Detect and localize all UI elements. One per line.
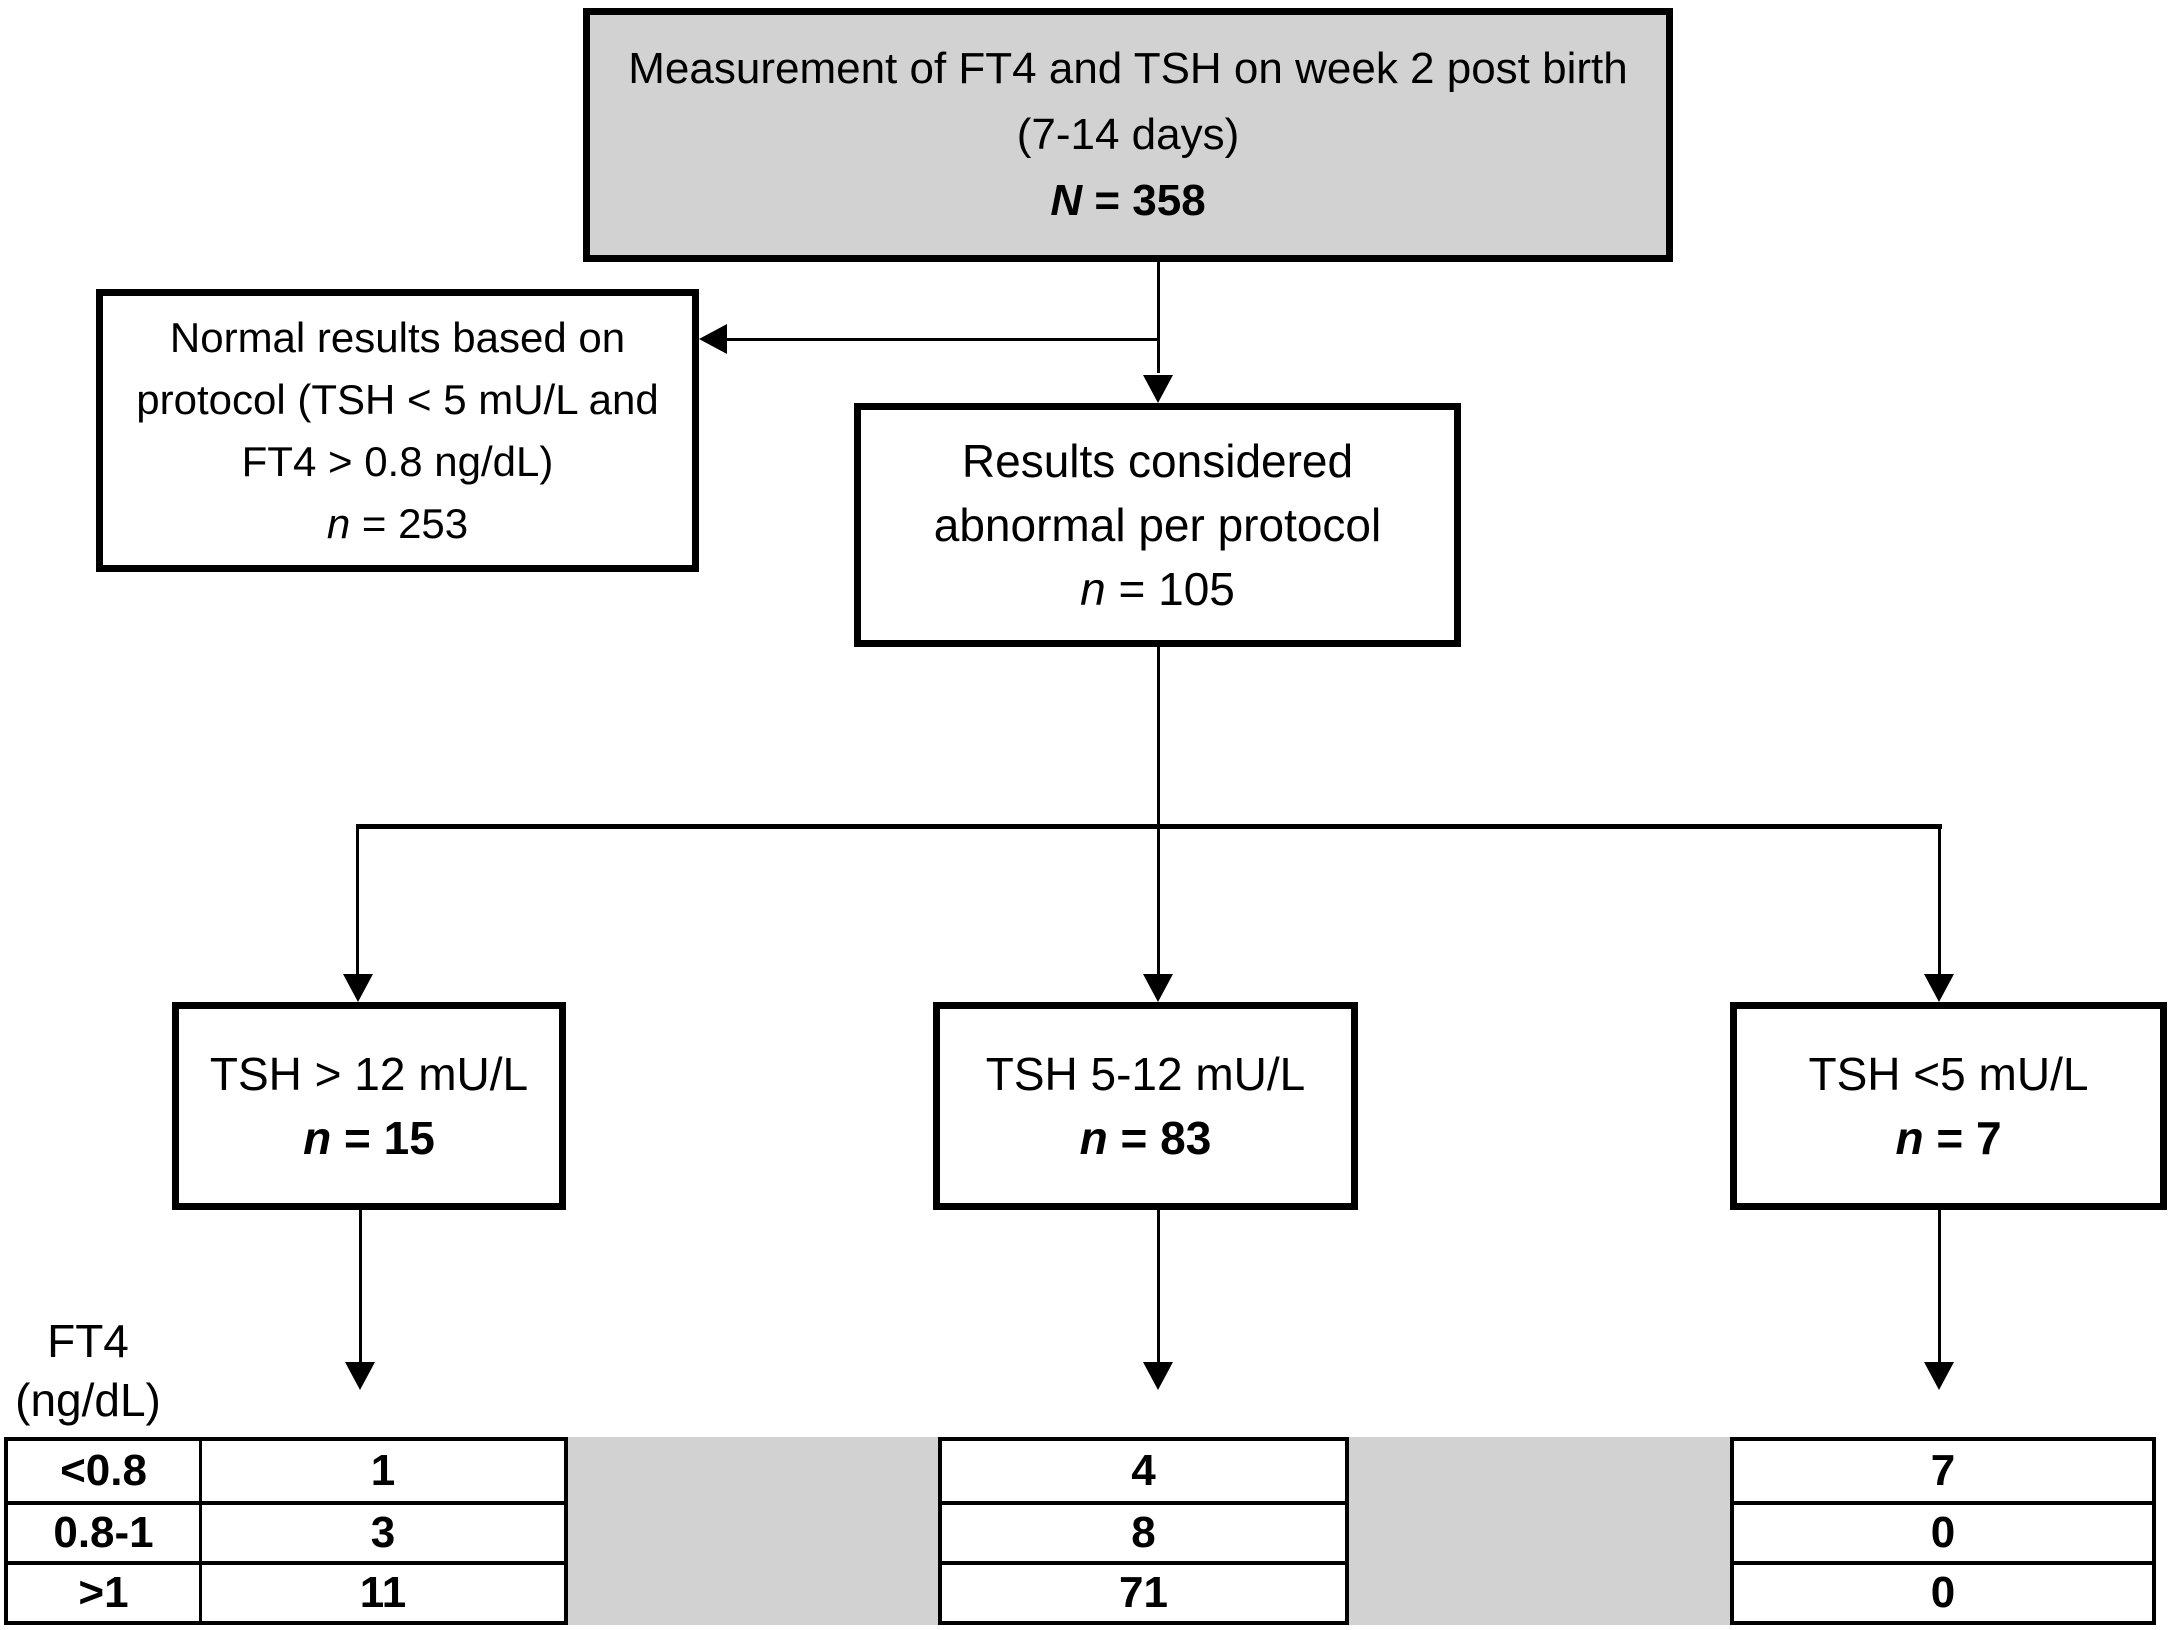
box-normal-line3: FT4 > 0.8 ng/dL) [241, 437, 554, 485]
table-row: 4 [942, 1441, 1345, 1501]
box-tsh-5-12: TSH 5-12 mU/L n = 83 [933, 1002, 1358, 1210]
ft4-value: 0 [1930, 1508, 1956, 1557]
arrowhead-into-tsh2 [1143, 974, 1173, 1002]
ft4-value: 71 [1119, 1568, 1168, 1617]
ft4-row-label: >1 [8, 1565, 202, 1621]
arrowhead-into-table2 [1143, 1362, 1173, 1390]
table-row: 7 [1734, 1441, 2152, 1501]
box-tsh2-count: n = 83 [1080, 1106, 1212, 1170]
ft4-table-tsh-gt-12: <0.8 1 0.8-1 3 >1 11 [4, 1437, 568, 1625]
box-normal-results: Normal results based on protocol (TSH < … [96, 289, 699, 572]
ft4-value: 0 [1930, 1568, 1956, 1617]
table-row: 71 [942, 1561, 1345, 1621]
connector-abnormal-to-branch [1157, 647, 1160, 826]
box-normal-line2: protocol (TSH < 5 mU/L and [136, 375, 659, 423]
ft4-axis-label: FT4 (ng/dL) [8, 1312, 168, 1430]
box-tsh1-label: TSH > 12 mU/L [209, 1048, 529, 1100]
gray-band-right [1349, 1437, 1730, 1625]
table-row: >1 11 [8, 1561, 564, 1621]
connector-branch-to-tsh1 [356, 829, 359, 974]
ft4-row-label: 0.8-1 [8, 1505, 202, 1561]
table-row: 0 [1734, 1561, 2152, 1621]
ft4-value: 8 [1131, 1508, 1156, 1557]
branch-bar [356, 824, 1942, 829]
box-measurement-count: N = 358 [1050, 168, 1205, 234]
box-tsh-lt-5: TSH <5 mU/L n = 7 [1730, 1002, 2167, 1210]
box-tsh1-count: n = 15 [303, 1106, 435, 1170]
connector-tsh2-to-table [1157, 1210, 1160, 1362]
box-abnormal-line1: Results considered [961, 435, 1354, 487]
connector-top-to-abnormal [1157, 262, 1160, 373]
arrowhead-into-normal [699, 324, 727, 354]
n-value: = 358 [1082, 176, 1206, 225]
box-normal-line1: Normal results based on [169, 313, 626, 361]
box-tsh3-count: n = 7 [1895, 1106, 2001, 1170]
ft4-table-tsh-5-12: 4 8 71 [938, 1437, 1349, 1625]
connector-tsh3-to-table [1938, 1210, 1941, 1362]
n-symbol: n [1079, 1112, 1108, 1164]
gray-band-left [568, 1437, 938, 1625]
n-symbol: n [1080, 563, 1106, 615]
table-row: 8 [942, 1501, 1345, 1561]
box-tsh3-label: TSH <5 mU/L [1808, 1048, 2089, 1100]
box-measurement: Measurement of FT4 and TSH on week 2 pos… [583, 8, 1673, 262]
ft4-value: 3 [370, 1508, 396, 1557]
connector-branch-to-tsh3 [1938, 829, 1941, 974]
arrowhead-into-table3 [1924, 1362, 1954, 1390]
arrowhead-into-tsh3 [1924, 974, 1954, 1002]
ft4-table-tsh-lt-5: 7 0 0 [1730, 1437, 2156, 1625]
n-symbol: n [303, 1112, 332, 1164]
box-abnormal-count: n = 105 [1080, 557, 1235, 621]
ft4-value: 4 [1131, 1446, 1156, 1495]
n-value: = 83 [1107, 1112, 1212, 1164]
table-row: 0.8-1 3 [8, 1501, 564, 1561]
table-row: 0 [1734, 1501, 2152, 1561]
n-value: = 253 [350, 499, 469, 547]
connector-branch-to-tsh2 [1157, 829, 1160, 974]
ft4-value: 1 [370, 1446, 396, 1495]
connector-to-normal [727, 338, 1158, 341]
connector-tsh1-to-table [359, 1210, 362, 1362]
n-symbol: N [1050, 176, 1083, 225]
box-tsh2-label: TSH 5-12 mU/L [985, 1048, 1306, 1100]
ft4-axis-label-line1: FT4 [47, 1315, 129, 1367]
box-measurement-line1: Measurement of FT4 and TSH on week 2 pos… [628, 44, 1628, 93]
arrowhead-into-table1 [345, 1362, 375, 1390]
box-abnormal-results: Results considered abnormal per protocol… [854, 403, 1461, 647]
box-normal-count: n = 253 [327, 493, 468, 555]
table-row: <0.8 1 [8, 1441, 564, 1501]
box-abnormal-line2: abnormal per protocol [933, 499, 1382, 551]
box-measurement-line2: (7-14 days) [1016, 110, 1240, 159]
box-tsh-gt-12: TSH > 12 mU/L n = 15 [172, 1002, 566, 1210]
n-symbol: n [1895, 1112, 1924, 1164]
ft4-axis-label-line2: (ng/dL) [15, 1374, 161, 1426]
n-value: = 15 [331, 1112, 435, 1164]
n-value: = 7 [1923, 1112, 2002, 1164]
arrowhead-into-tsh1 [343, 974, 373, 1002]
arrowhead-into-abnormal [1143, 375, 1173, 403]
ft4-row-label: <0.8 [8, 1441, 202, 1501]
ft4-value: 7 [1930, 1446, 1956, 1495]
ft4-value: 11 [359, 1568, 407, 1617]
n-symbol: n [326, 499, 351, 547]
n-value: = 105 [1105, 563, 1235, 615]
